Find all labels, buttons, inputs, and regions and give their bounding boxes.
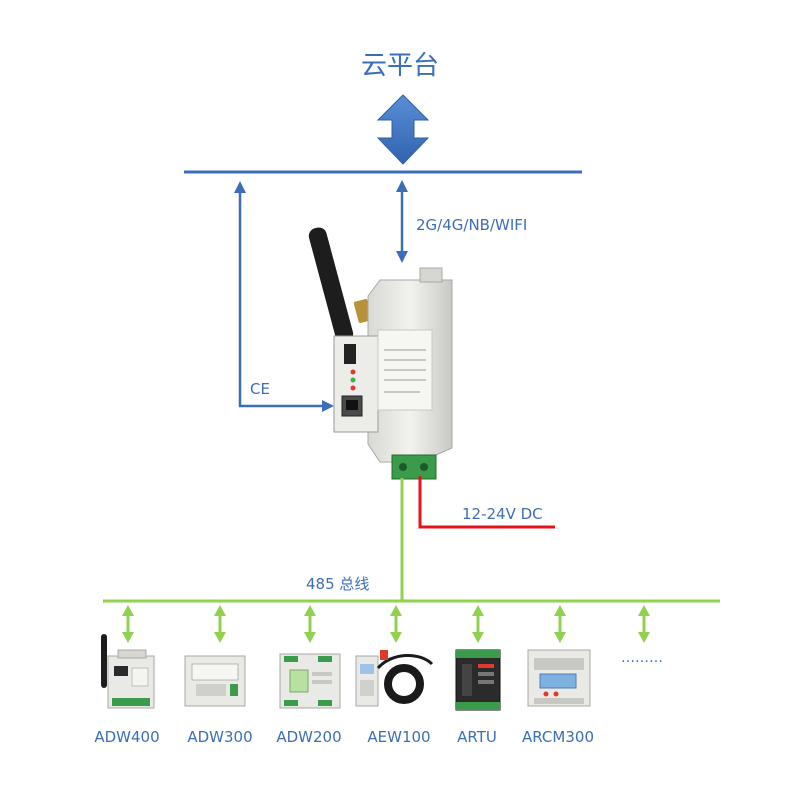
device-adw400	[101, 634, 155, 709]
device-arrow	[554, 605, 566, 643]
device-label-adw200: ADW200	[276, 728, 341, 746]
antenna-icon	[308, 227, 373, 343]
device-arrow	[304, 605, 316, 643]
device-arrow	[638, 605, 650, 643]
cloud-double-arrow	[376, 94, 430, 165]
device-arcm300	[527, 649, 591, 707]
device-label-arcm300: ARCM300	[522, 728, 594, 746]
power-line	[418, 476, 555, 529]
device-label-artu: ARTU	[457, 728, 497, 746]
device-label-aew100: AEW100	[367, 728, 430, 746]
network-label: 2G/4G/NB/WIFI	[416, 216, 527, 234]
device-arrow	[122, 605, 134, 643]
device-arrow	[390, 605, 402, 643]
device-adw300	[184, 655, 246, 707]
ce-link	[234, 181, 334, 412]
more-devices-ellipsis: ………	[621, 650, 663, 666]
device-arrow	[214, 605, 226, 643]
device-adw200	[279, 653, 341, 709]
device-label-adw400: ADW400	[94, 728, 159, 746]
device-arrows	[122, 605, 650, 643]
bus-label: 485 总线	[306, 575, 369, 593]
network-link-arrow	[396, 180, 408, 263]
gateway-device	[308, 227, 453, 480]
ce-label: CE	[250, 380, 270, 398]
cloud-platform-title: 云平台	[361, 51, 439, 81]
power-label: 12-24V DC	[462, 505, 543, 523]
device-aew100	[355, 650, 434, 707]
device-arrow	[472, 605, 484, 643]
device-artu	[455, 649, 501, 711]
device-label-adw300: ADW300	[187, 728, 252, 746]
